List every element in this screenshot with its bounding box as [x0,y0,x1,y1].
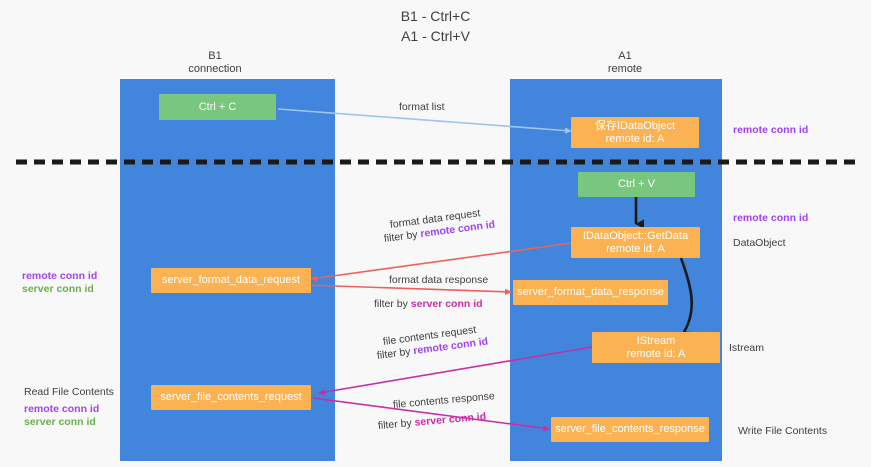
side-label-right-istream: Istream [729,342,765,354]
node-server-format-data-response[interactable]: server_format_data_response [513,280,668,305]
node-ctrl-v[interactable]: Ctrl + V [578,172,695,197]
column-header-a1: A1 remote [545,50,705,76]
column-header-b1: B1 connection [145,50,285,76]
node-ctrl-c[interactable]: Ctrl + C [159,94,276,120]
edge-label-format-list: format list [399,101,445,113]
node-dataobject-store-line1: 保存IDataObject [594,119,676,132]
node-server-file-contents-response[interactable]: server_file_contents_response [551,417,709,442]
side-label-left-read-file-contents: Read File Contents [24,386,114,398]
node-server-file-contents-response-label: server_file_contents_response [555,423,705,435]
format-data-response-filter-key: server conn id [410,298,483,310]
side-label-left-remote-conn-id-bot: remote conn id [24,403,100,415]
side-label-right-write-file-contents: Write File Contents [738,425,828,437]
node-istream[interactable]: IStream remote id: A [592,332,720,363]
format-data-request-filter-prefix: filter by [383,228,422,245]
node-dataobject-store[interactable]: 保存IDataObject remote id: A [571,117,699,148]
column-header-a1-name: A1 [618,50,632,62]
node-istream-line2: remote id: A [626,347,686,360]
node-getdata-line2: remote id: A [606,242,665,255]
node-getdata[interactable]: IDataObject::GetData remote id: A [571,227,700,258]
edge-label-format-data-response-filter: filter by server conn id [374,298,483,311]
diagram-title: B1 - Ctrl+C A1 - Ctrl+V [0,6,871,46]
node-ctrl-c-label: Ctrl + C [198,100,237,113]
side-label-right-remote-conn-id-top: remote conn id [733,124,809,136]
node-server-file-contents-request-label: server_file_contents_request [160,391,302,403]
side-label-left-server-conn-id-mid: server conn id [22,283,94,295]
column-header-b1-name: B1 [208,50,222,62]
file-contents-request-filter-prefix: filter by [376,345,415,362]
side-label-right-remote-conn-id-mid: remote conn id [733,212,809,224]
file-contents-response-filter-key: server conn id [414,410,487,429]
node-ctrl-v-label: Ctrl + V [618,178,655,190]
title-line-2: A1 - Ctrl+V [401,28,470,44]
edge-label-file-contents-response-filter: filter by server conn id [377,411,486,433]
side-label-left-remote-conn-id-mid: remote conn id [22,270,98,282]
node-getdata-line1: IDataObject::GetData [582,229,689,242]
node-server-format-data-request-label: server_format_data_request [161,274,301,286]
side-label-left-server-conn-id-bot: server conn id [24,416,96,428]
format-data-response-filter-prefix: filter by [374,298,411,310]
edge-label-format-data-response: format data response [389,274,489,286]
column-header-b1-sub: connection [188,63,242,75]
node-server-file-contents-request[interactable]: server_file_contents_request [151,385,311,410]
node-server-format-data-request[interactable]: server_format_data_request [151,268,311,293]
column-header-a1-sub: remote [607,63,643,75]
file-contents-response-filter-prefix: filter by [377,416,416,432]
side-label-right-dataobject: DataObject [733,237,786,249]
node-dataobject-store-line2: remote id: A [605,132,665,145]
edge-label-file-contents-response: file contents response [392,390,496,411]
node-server-format-data-response-label: server_format_data_response [517,286,664,298]
title-line-1: B1 - Ctrl+C [400,8,471,24]
node-istream-line1: IStream [636,334,676,347]
